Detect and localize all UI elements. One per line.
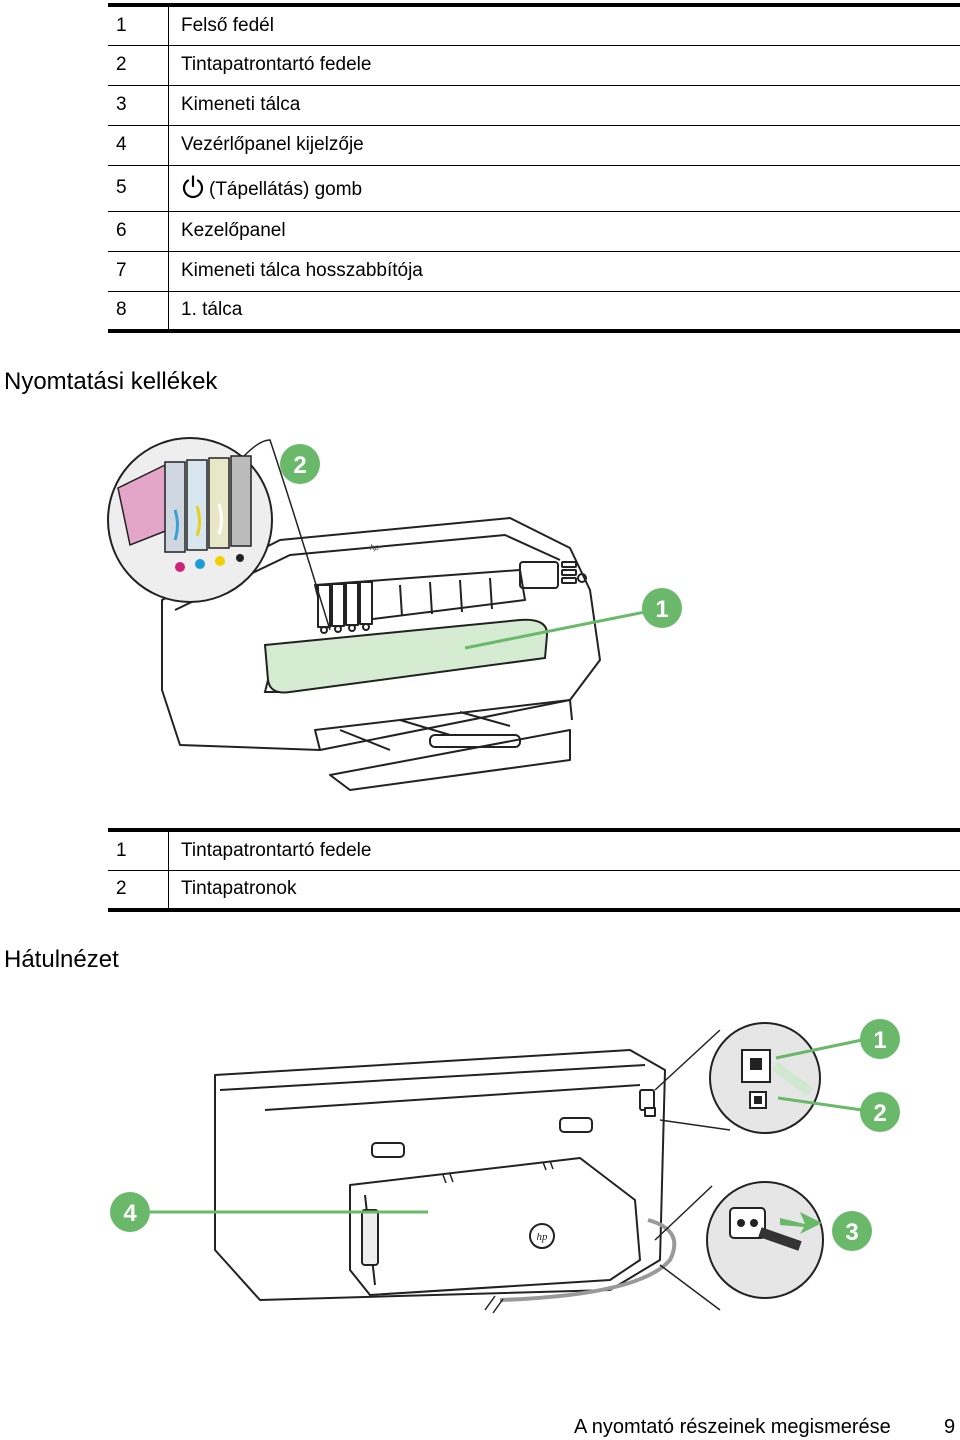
row-number: 1 [108,5,169,45]
footer-page-number: 9 [944,1416,956,1438]
row-label: Tintapatronok [181,878,297,900]
table-row: 4 Vezérlőpanel kijelzője [108,125,960,165]
table-row: 2 Tintapatrontartó fedele [108,45,960,85]
hp-logo: hp [537,1231,549,1243]
printer-supplies-illustration: 1 2 hp [107,437,682,791]
row-number: 2 [108,870,169,910]
parts-table-1: 1 Felső fedél 2 Tintapatrontartó fedele … [108,3,960,333]
callout-badge-2: 2 [860,1092,900,1132]
parts-table-2: 1 Tintapatrontartó fedele 2 Tintapatrono… [108,828,960,912]
row-number: 3 [108,85,169,125]
table-row: 1 Felső fedél [108,5,960,45]
printer-back-illustration: hp 1 2 3 4 [110,1019,900,1314]
svg-text:2: 2 [873,1100,886,1127]
svg-text:2: 2 [293,452,306,479]
table-row: 3 Kimeneti tálca [108,85,960,125]
table-row: 7 Kimeneti tálca hosszabbítója [108,251,960,291]
table-row: 6 Kezelőpanel [108,211,960,251]
row-label: Felső fedél [181,14,274,36]
row-number: 4 [108,125,169,165]
section-heading-supplies: Nyomtatási kellékek [4,368,218,395]
row-label: Kimeneti tálca [181,94,301,115]
table-row: 1 Tintapatrontartó fedele [108,830,960,870]
callout-badge-2: 2 [280,444,320,484]
row-label: Kimeneti tálca hosszabbítója [181,260,423,281]
svg-text:3: 3 [845,1219,858,1246]
row-label: Tintapatrontartó fedele [181,54,372,75]
row-number: 1 [108,830,169,870]
callout-badge-3: 3 [832,1211,872,1251]
power-button-label: (Tápellátás) gomb [209,179,363,200]
power-icon [182,175,204,199]
callout-badge-4: 4 [110,1192,150,1232]
row-label-power: (Tápellátás) gomb [169,165,960,211]
row-number: 2 [108,45,169,85]
callout-badge-1: 1 [860,1019,900,1059]
footer-chapter-title: A nyomtató részeinek megismerése [574,1416,891,1438]
row-number: 6 [108,211,169,251]
svg-text:4: 4 [123,1200,137,1227]
row-label: Vezérlőpanel kijelzője [181,134,364,155]
row-label: 1. tálca [181,299,243,321]
table-row: 5 (Tápellátás) gomb [108,165,960,211]
row-label: Tintapatrontartó fedele [181,839,372,861]
row-number: 5 [108,165,169,211]
hp-logo: hp [370,543,379,552]
row-number: 7 [108,251,169,291]
callout-badge-1: 1 [642,588,682,628]
table-row: 2 Tintapatronok [108,870,960,910]
section-heading-back: Hátulnézet [4,946,119,973]
row-number: 8 [108,291,169,331]
svg-text:1: 1 [655,596,668,623]
svg-text:1: 1 [873,1027,886,1054]
table-row: 8 1. tálca [108,291,960,331]
row-label: Kezelőpanel [181,220,286,241]
